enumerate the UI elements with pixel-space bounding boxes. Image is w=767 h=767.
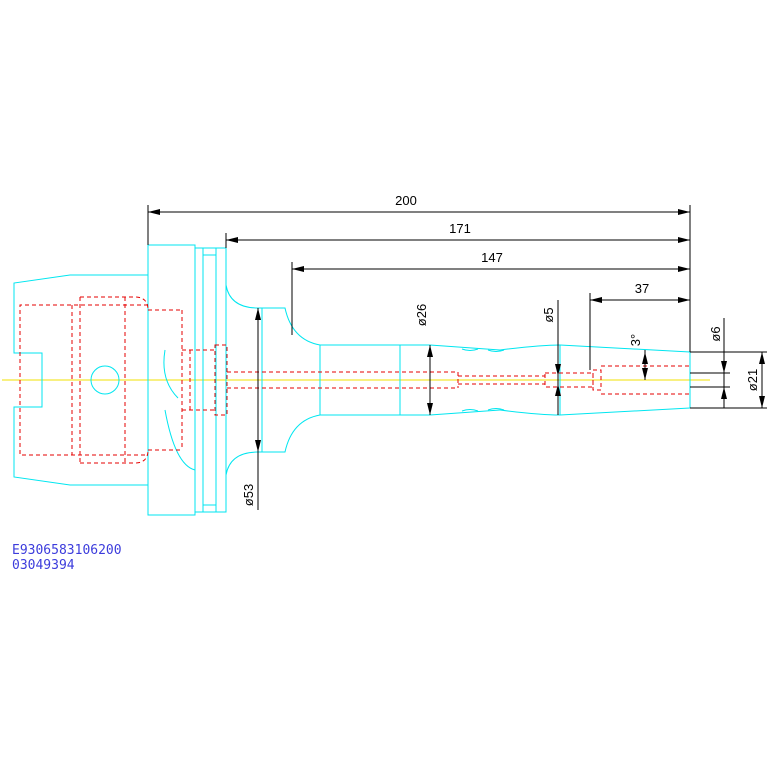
dim-length-171: 171 [449, 221, 471, 236]
hidden-lines [19, 296, 690, 464]
cross-hole-circle [90, 365, 120, 395]
part-code-line-2: 03049394 [12, 558, 75, 573]
dimension-arrows [148, 209, 765, 452]
dim-length-37: 37 [635, 281, 649, 296]
dim-diameter-5: ø5 [541, 307, 556, 322]
part-code-line-1: E9306583106200 [12, 543, 122, 558]
dim-diameter-21: ø21 [745, 369, 760, 391]
tool-outline [13, 244, 691, 516]
dim-diameter-53: ø53 [241, 484, 256, 506]
dim-angle-3: 3° [628, 334, 643, 346]
dim-length-147: 147 [481, 250, 503, 265]
dim-diameter-26: ø26 [414, 304, 429, 326]
dim-overall-length: 200 [395, 193, 417, 208]
dim-diameter-6: ø6 [708, 326, 723, 341]
